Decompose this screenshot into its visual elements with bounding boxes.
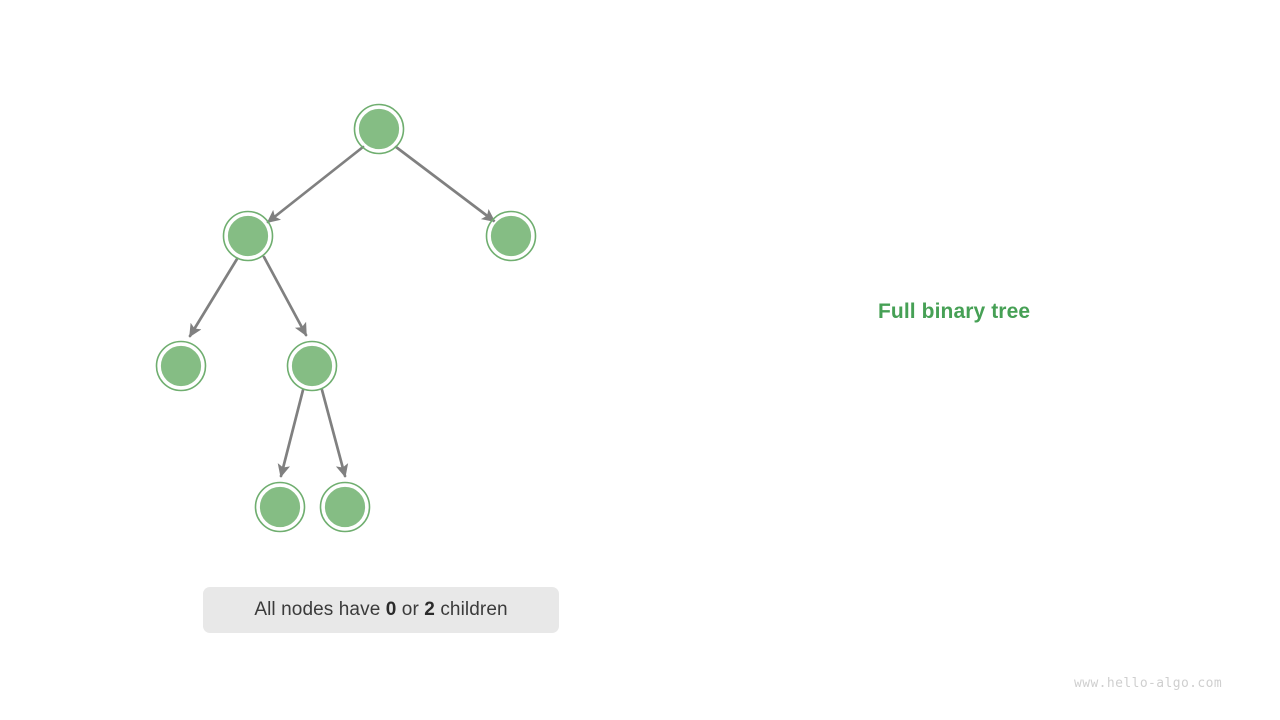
tree-node-root[interactable]: [353, 103, 405, 155]
node-outer-ring: [286, 340, 338, 392]
tree-node-right[interactable]: [485, 210, 537, 262]
node-body: [226, 214, 270, 258]
caption-text: All nodes have 0 or 2 children: [254, 599, 507, 621]
edge-left-to-leftright: [262, 255, 308, 337]
caption-prefix: All nodes have: [254, 599, 386, 620]
node-outer-ring: [155, 340, 207, 392]
node-outer-ring: [485, 210, 537, 262]
edge-leftright-to-child-left: [277, 388, 305, 478]
tree-node-left-right-left[interactable]: [254, 481, 306, 533]
edge-leftright-to-child-right: [320, 388, 349, 478]
tree-edges: [188, 145, 496, 478]
caption-box: All nodes have 0 or 2 children: [203, 587, 559, 633]
edge-root-to-right: [394, 145, 496, 223]
tree-node-left-left[interactable]: [155, 340, 207, 392]
node-body: [489, 214, 533, 258]
watermark: www.hello-algo.com: [1074, 676, 1223, 691]
node-body: [323, 485, 367, 529]
tree-node-left-right-right[interactable]: [319, 481, 371, 533]
tree-nodes: [155, 103, 537, 533]
tree-node-left-right[interactable]: [286, 340, 338, 392]
caption-bold-zero: 0: [385, 599, 397, 620]
node-body: [159, 344, 203, 388]
caption-suffix: children: [434, 599, 508, 620]
node-body: [290, 344, 334, 388]
caption-middle: or: [396, 599, 425, 620]
node-outer-ring: [319, 481, 371, 533]
edge-root-to-left: [266, 145, 365, 224]
node-outer-ring: [254, 481, 306, 533]
page-title: Full binary tree: [878, 300, 1031, 323]
node-body: [357, 107, 401, 151]
tree-node-left[interactable]: [222, 210, 274, 262]
caption-bold-two: 2: [424, 599, 435, 620]
node-outer-ring: [222, 210, 274, 262]
node-body: [258, 485, 302, 529]
node-outer-ring: [353, 103, 405, 155]
edge-left-to-leftleft: [188, 257, 239, 338]
